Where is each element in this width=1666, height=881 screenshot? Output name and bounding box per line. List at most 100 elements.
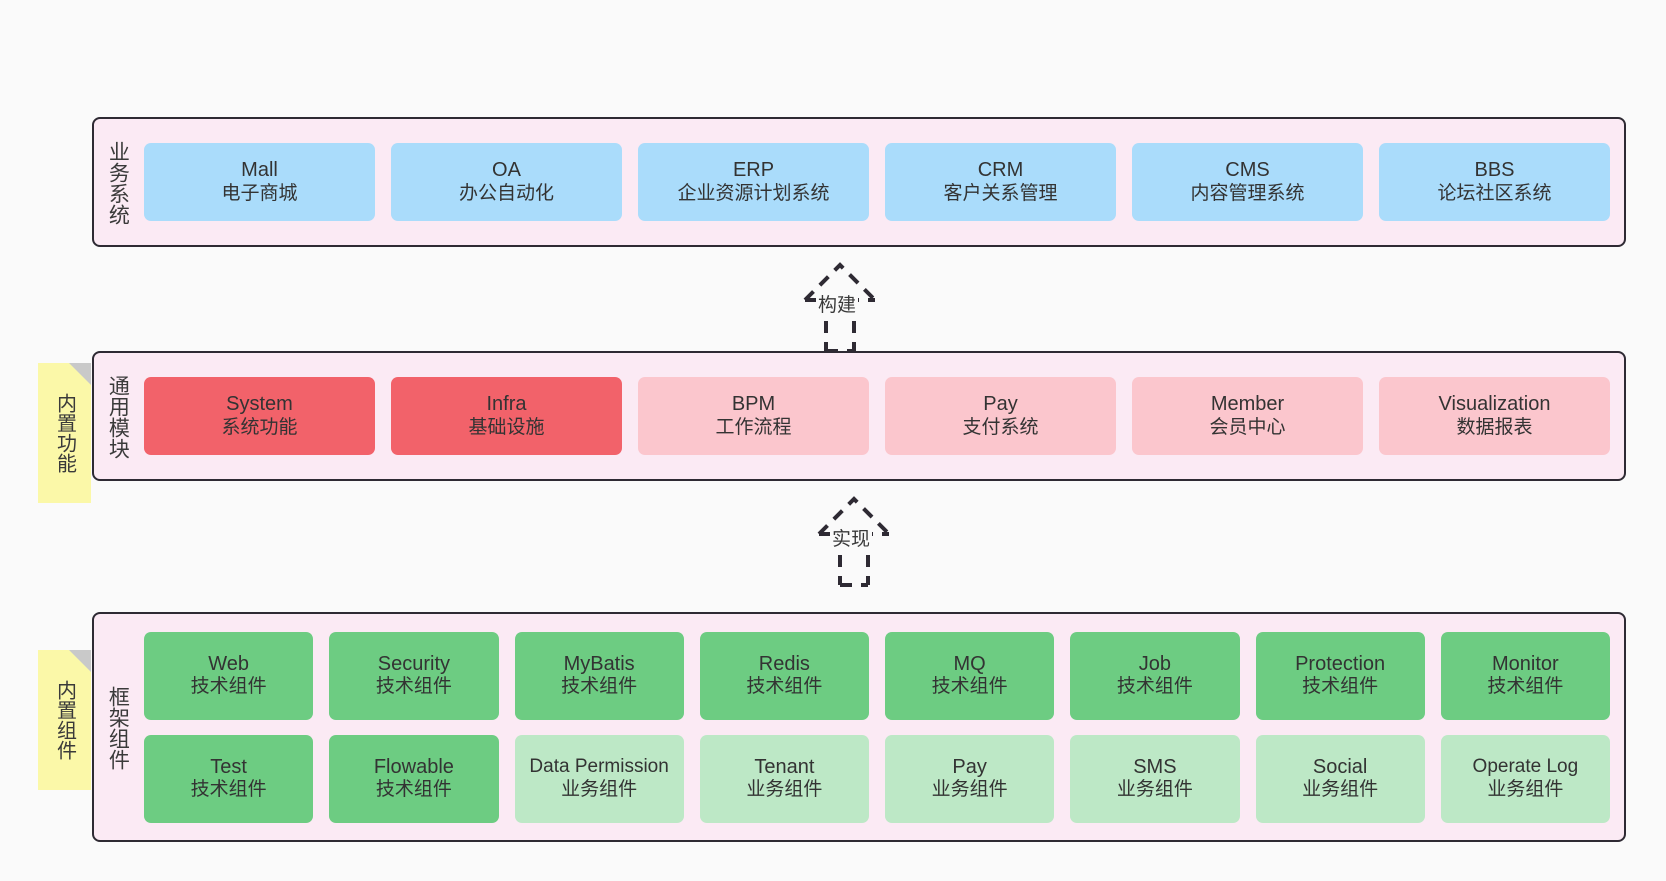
component-card-title: Protection: [1295, 652, 1386, 675]
component-card-subtitle: 工作流程: [715, 416, 792, 438]
component-card-title: SMS: [1133, 755, 1177, 778]
component-card-subtitle: 技术组件: [190, 676, 267, 698]
component-card-title: MQ: [953, 652, 986, 675]
component-card-title: Security: [377, 652, 450, 675]
component-card-subtitle: 技术组件: [931, 676, 1008, 698]
component-card-subtitle: 客户关系管理: [943, 182, 1058, 204]
component-card-title: MyBatis: [563, 652, 635, 675]
layer-title-business-system: 业务系统: [106, 141, 130, 225]
component-card-subtitle: 电子商城: [221, 182, 298, 204]
component-card-title: Member: [1210, 393, 1285, 415]
component-card-title: Pay: [952, 755, 987, 778]
component-card-title: Flowable: [373, 755, 454, 778]
component-card-subtitle: 技术组件: [561, 676, 638, 698]
component-card-subtitle: 业务组件: [1302, 779, 1379, 801]
component-card-title: ERP: [732, 159, 775, 181]
component-card-title: BPM: [731, 393, 776, 415]
component-card-title: Mall: [241, 159, 278, 181]
component-card-subtitle: 业务组件: [561, 778, 638, 800]
component-card-subtitle: 系统功能: [221, 416, 298, 438]
component-card-subtitle: 技术组件: [375, 676, 452, 698]
component-card-subtitle: 业务组件: [1487, 778, 1564, 800]
component-card-subtitle: 技术组件: [1116, 676, 1193, 698]
component-card-title: Job: [1138, 652, 1171, 675]
component-card-title: BBS: [1474, 159, 1515, 181]
component-card-subtitle: 技术组件: [746, 676, 823, 698]
component-card-subtitle: 技术组件: [1487, 676, 1564, 698]
component-card-title: System: [226, 393, 293, 415]
component-card-subtitle: 内容管理系统: [1190, 182, 1305, 204]
component-card-subtitle: 企业资源计划系统: [677, 182, 830, 204]
note-label: 内置组件: [53, 680, 76, 760]
component-card-title: Visualization: [1438, 393, 1551, 415]
component-card-title: CRM: [977, 159, 1024, 181]
note-label: 内置功能: [53, 393, 76, 473]
component-card-title: Infra: [486, 393, 527, 415]
component-card-title: Tenant: [754, 755, 815, 778]
connector-build: 构建: [760, 256, 910, 356]
component-card-title: Redis: [758, 652, 810, 675]
component-card-subtitle: 业务组件: [931, 779, 1008, 801]
component-card-title: Monitor: [1492, 652, 1559, 675]
component-card-subtitle: 基础设施: [468, 416, 545, 438]
component-card-title: Social: [1312, 755, 1368, 778]
note-fold-corner-icon: [69, 650, 91, 672]
component-card-subtitle: 支付系统: [962, 416, 1039, 438]
component-card-subtitle: 数据报表: [1456, 416, 1533, 438]
component-card-title: Data Permission: [529, 756, 669, 778]
component-card-subtitle: 会员中心: [1209, 416, 1286, 438]
component-card-subtitle: 论坛社区系统: [1437, 182, 1552, 204]
connector-implement: 实现: [774, 490, 924, 590]
component-card-subtitle: 技术组件: [375, 779, 452, 801]
layer-title-common-module: 通用模块: [106, 375, 130, 459]
component-card-subtitle: 技术组件: [190, 779, 267, 801]
component-card-title: CMS: [1225, 159, 1270, 181]
note-builtin-components: 内置组件: [38, 650, 91, 790]
connector-implement-label: 实现: [830, 524, 873, 551]
component-card-title: Operate Log: [1472, 756, 1579, 778]
component-card-title: Test: [210, 755, 247, 778]
component-card-title: Pay: [983, 393, 1018, 415]
component-card-title: Web: [208, 652, 249, 675]
layer-title-framework-component: 框架组件: [106, 686, 130, 770]
